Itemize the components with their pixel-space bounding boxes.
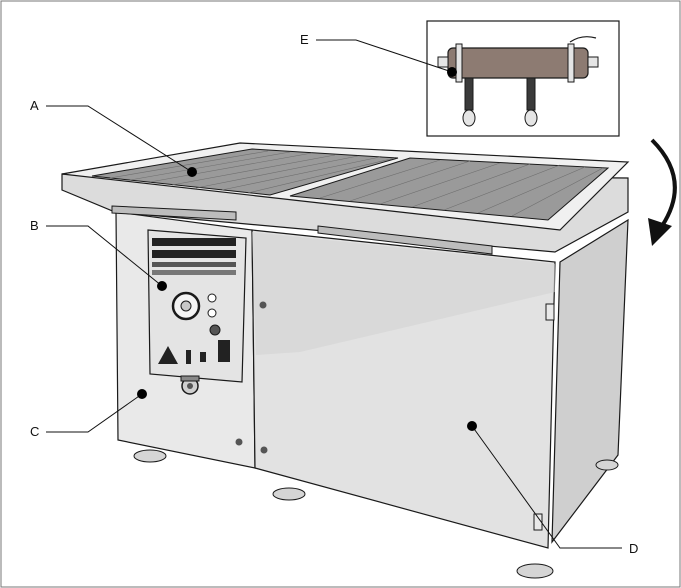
panel-label-strip-4	[152, 270, 236, 275]
panel-label-strip-1	[152, 238, 236, 246]
filter-leg-right	[526, 77, 536, 111]
grating-right	[289, 157, 610, 221]
marker-dot-d	[467, 421, 477, 431]
side-panel-right	[551, 218, 629, 544]
callout-c: C	[30, 389, 147, 439]
door-screw-top	[259, 301, 267, 309]
main-switch-handle	[180, 375, 200, 382]
main-switch-center	[187, 383, 193, 389]
marker-dot-c	[137, 389, 147, 399]
panel-symbol-1	[186, 350, 191, 364]
cabinet-screw-bottom	[235, 438, 243, 446]
control-knob-center	[180, 300, 192, 312]
suction-slot-right	[317, 225, 493, 255]
filter-drain-right	[524, 109, 538, 127]
filter-end-right	[587, 56, 599, 68]
indicator-lamp	[207, 293, 217, 303]
leader-line-b	[46, 225, 163, 287]
callout-d: D	[467, 421, 638, 556]
extraction-table	[61, 142, 630, 579]
foot-back-right	[595, 459, 619, 471]
leader-line-a	[46, 105, 193, 173]
filter-clamp-left	[455, 43, 463, 83]
foot-front-right	[516, 563, 554, 579]
panel-socket	[209, 324, 221, 336]
foot-front-left	[133, 449, 167, 463]
filter-hose	[569, 36, 597, 43]
leader-line-e	[316, 39, 453, 73]
marker-dot-b	[157, 281, 167, 291]
leader-line-d	[471, 425, 622, 549]
leader-line-c	[46, 393, 143, 433]
panel-symbol-2	[200, 352, 206, 362]
callout-label-b: B	[30, 218, 39, 233]
marker-dot-a	[187, 167, 197, 177]
door-hinge-top	[545, 303, 555, 321]
callout-a: A	[30, 98, 197, 177]
door-screw-bottom	[260, 446, 268, 454]
panel-label-strip-2	[152, 250, 236, 258]
door-shading	[252, 232, 555, 355]
callout-label-c: C	[30, 424, 39, 439]
panel-switch	[218, 340, 230, 362]
grating-mesh	[109, 150, 604, 217]
filter-leg-left	[464, 77, 474, 111]
reset-button	[207, 308, 217, 318]
callout-b: B	[30, 218, 167, 291]
grating-left	[91, 148, 399, 196]
door-hinge-bottom	[533, 513, 543, 531]
filter-cylinder	[447, 47, 589, 79]
warning-icon	[158, 346, 178, 364]
rotation-arrow-icon	[648, 138, 677, 246]
foot-front-mid	[272, 487, 306, 501]
panel-label-strip-3	[152, 262, 236, 267]
filter-inset	[426, 20, 620, 137]
filter-end-left	[437, 56, 449, 68]
callout-e: E	[300, 32, 457, 77]
suction-slot-left	[111, 205, 237, 221]
callout-label-d: D	[629, 541, 638, 556]
control-panel	[147, 229, 247, 383]
callout-label-a: A	[30, 98, 39, 113]
filter-drain-left	[462, 109, 476, 127]
filter-cartridge-icon	[437, 36, 599, 127]
callout-label-e: E	[300, 32, 309, 47]
marker-dot-e	[447, 67, 457, 77]
filter-clamp-right	[567, 43, 575, 83]
